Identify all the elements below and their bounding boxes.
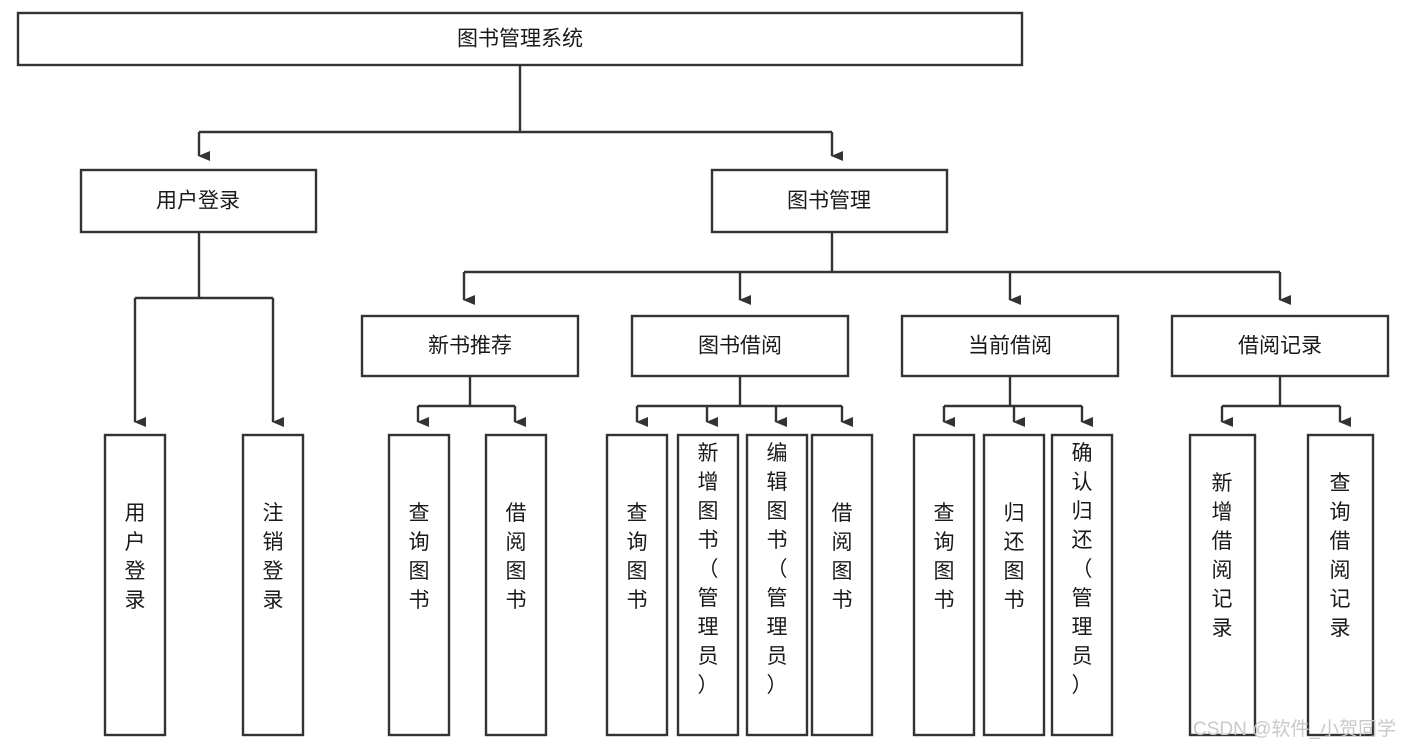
leaf-add-book-label: 新增图书（管理员） [698,442,719,697]
connector-group-user-login [133,232,284,427]
leaf-query-book-1[interactable]: 查询图书 [387,433,451,737]
leaf-query-book-2-box[interactable] [605,433,669,737]
node-book-borrow-box[interactable] [630,314,850,378]
node-borrow-record-box[interactable] [1170,314,1390,378]
leaf-add-record-label: 新增借阅记录 [1212,472,1233,640]
leaf-borrow-book-1[interactable]: 借阅图书 [484,433,548,737]
node-root-box[interactable] [16,11,1024,67]
connector-group-book-manage [462,232,1291,305]
leaf-return-book-label: 归还图书 [1004,502,1025,612]
leaf-query-book-3-box[interactable] [912,433,976,737]
leaf-confirm-return-label: 确认归还（管理员） [1072,442,1093,697]
leaf-query-book-3[interactable]: 查询图书 [912,433,976,737]
node-borrow-record-label: 借阅记录 [1238,335,1322,358]
connector-group-new-book-recommend [416,376,526,427]
leaf-query-book-1-label: 查询图书 [409,502,430,612]
node-book-manage-label: 图书管理 [787,190,871,213]
leaf-add-record-box[interactable] [1188,433,1257,737]
leaf-user-login-label: 用户登录 [125,502,146,612]
leaf-return-book-box[interactable] [982,433,1046,737]
node-user-login-label: 用户登录 [156,190,240,213]
node-book-borrow-label: 图书借阅 [698,335,782,358]
leaf-edit-book-box[interactable] [745,433,809,737]
leaf-borrow-book-2-label: 借阅图书 [832,502,853,612]
node-book-borrow[interactable]: 图书借阅 [630,314,850,378]
node-user-login[interactable]: 用户登录 [79,168,318,234]
leaf-borrow-book-2-box[interactable] [810,433,874,737]
leaf-edit-book-label: 编辑图书（管理员） [767,442,788,697]
csdn-watermark: CSDN @软件_小贺同学 [1193,718,1396,740]
connector-group-borrow-record [1220,376,1351,427]
leaf-query-book-2-label: 查询图书 [627,502,648,612]
connector-group-book-borrow [635,376,853,427]
leaf-add-record[interactable]: 新增借阅记录 [1188,433,1257,737]
leaf-query-record-label: 查询借阅记录 [1330,472,1351,640]
leaf-query-book-2[interactable]: 查询图书 [605,433,669,737]
leaf-user-login[interactable]: 用户登录 [103,433,167,737]
leaf-query-record-box[interactable] [1306,433,1375,737]
leaf-query-record[interactable]: 查询借阅记录 [1306,433,1375,737]
leaf-query-book-1-box[interactable] [387,433,451,737]
leaf-query-book-3-label: 查询图书 [934,502,955,612]
node-current-borrow-label: 当前借阅 [968,335,1052,358]
leaf-add-book[interactable]: 新增图书（管理员） [676,433,740,737]
leaf-user-logout-box[interactable] [241,433,305,737]
leaf-confirm-return-box[interactable] [1050,433,1114,737]
node-current-borrow-box[interactable] [900,314,1120,378]
leaf-add-book-box[interactable] [676,433,740,737]
leaf-confirm-return[interactable]: 确认归还（管理员） [1050,433,1114,737]
leaf-borrow-book-1-label: 借阅图书 [506,502,527,612]
node-book-manage[interactable]: 图书管理 [710,168,949,234]
leaf-borrow-book-2[interactable]: 借阅图书 [810,433,874,737]
leaf-user-logout[interactable]: 注销登录 [241,433,305,737]
node-borrow-record[interactable]: 借阅记录 [1170,314,1390,378]
node-new-book-recommend-label: 新书推荐 [428,335,512,358]
connector-group-current-borrow [942,376,1093,427]
leaf-borrow-book-1-box[interactable] [484,433,548,737]
node-new-book-recommend[interactable]: 新书推荐 [360,314,580,378]
leaf-return-book[interactable]: 归还图书 [982,433,1046,737]
connector-group-root [197,65,843,161]
leaf-user-login-box[interactable] [103,433,167,737]
node-root[interactable]: 图书管理系统 [16,11,1024,67]
node-root-label: 图书管理系统 [457,28,583,51]
node-user-login-box[interactable] [79,168,318,234]
node-new-book-recommend-box[interactable] [360,314,580,378]
node-current-borrow[interactable]: 当前借阅 [900,314,1120,378]
leaf-user-logout-label: 注销登录 [263,502,284,612]
leaf-edit-book[interactable]: 编辑图书（管理员） [745,433,809,737]
node-book-manage-box[interactable] [710,168,949,234]
